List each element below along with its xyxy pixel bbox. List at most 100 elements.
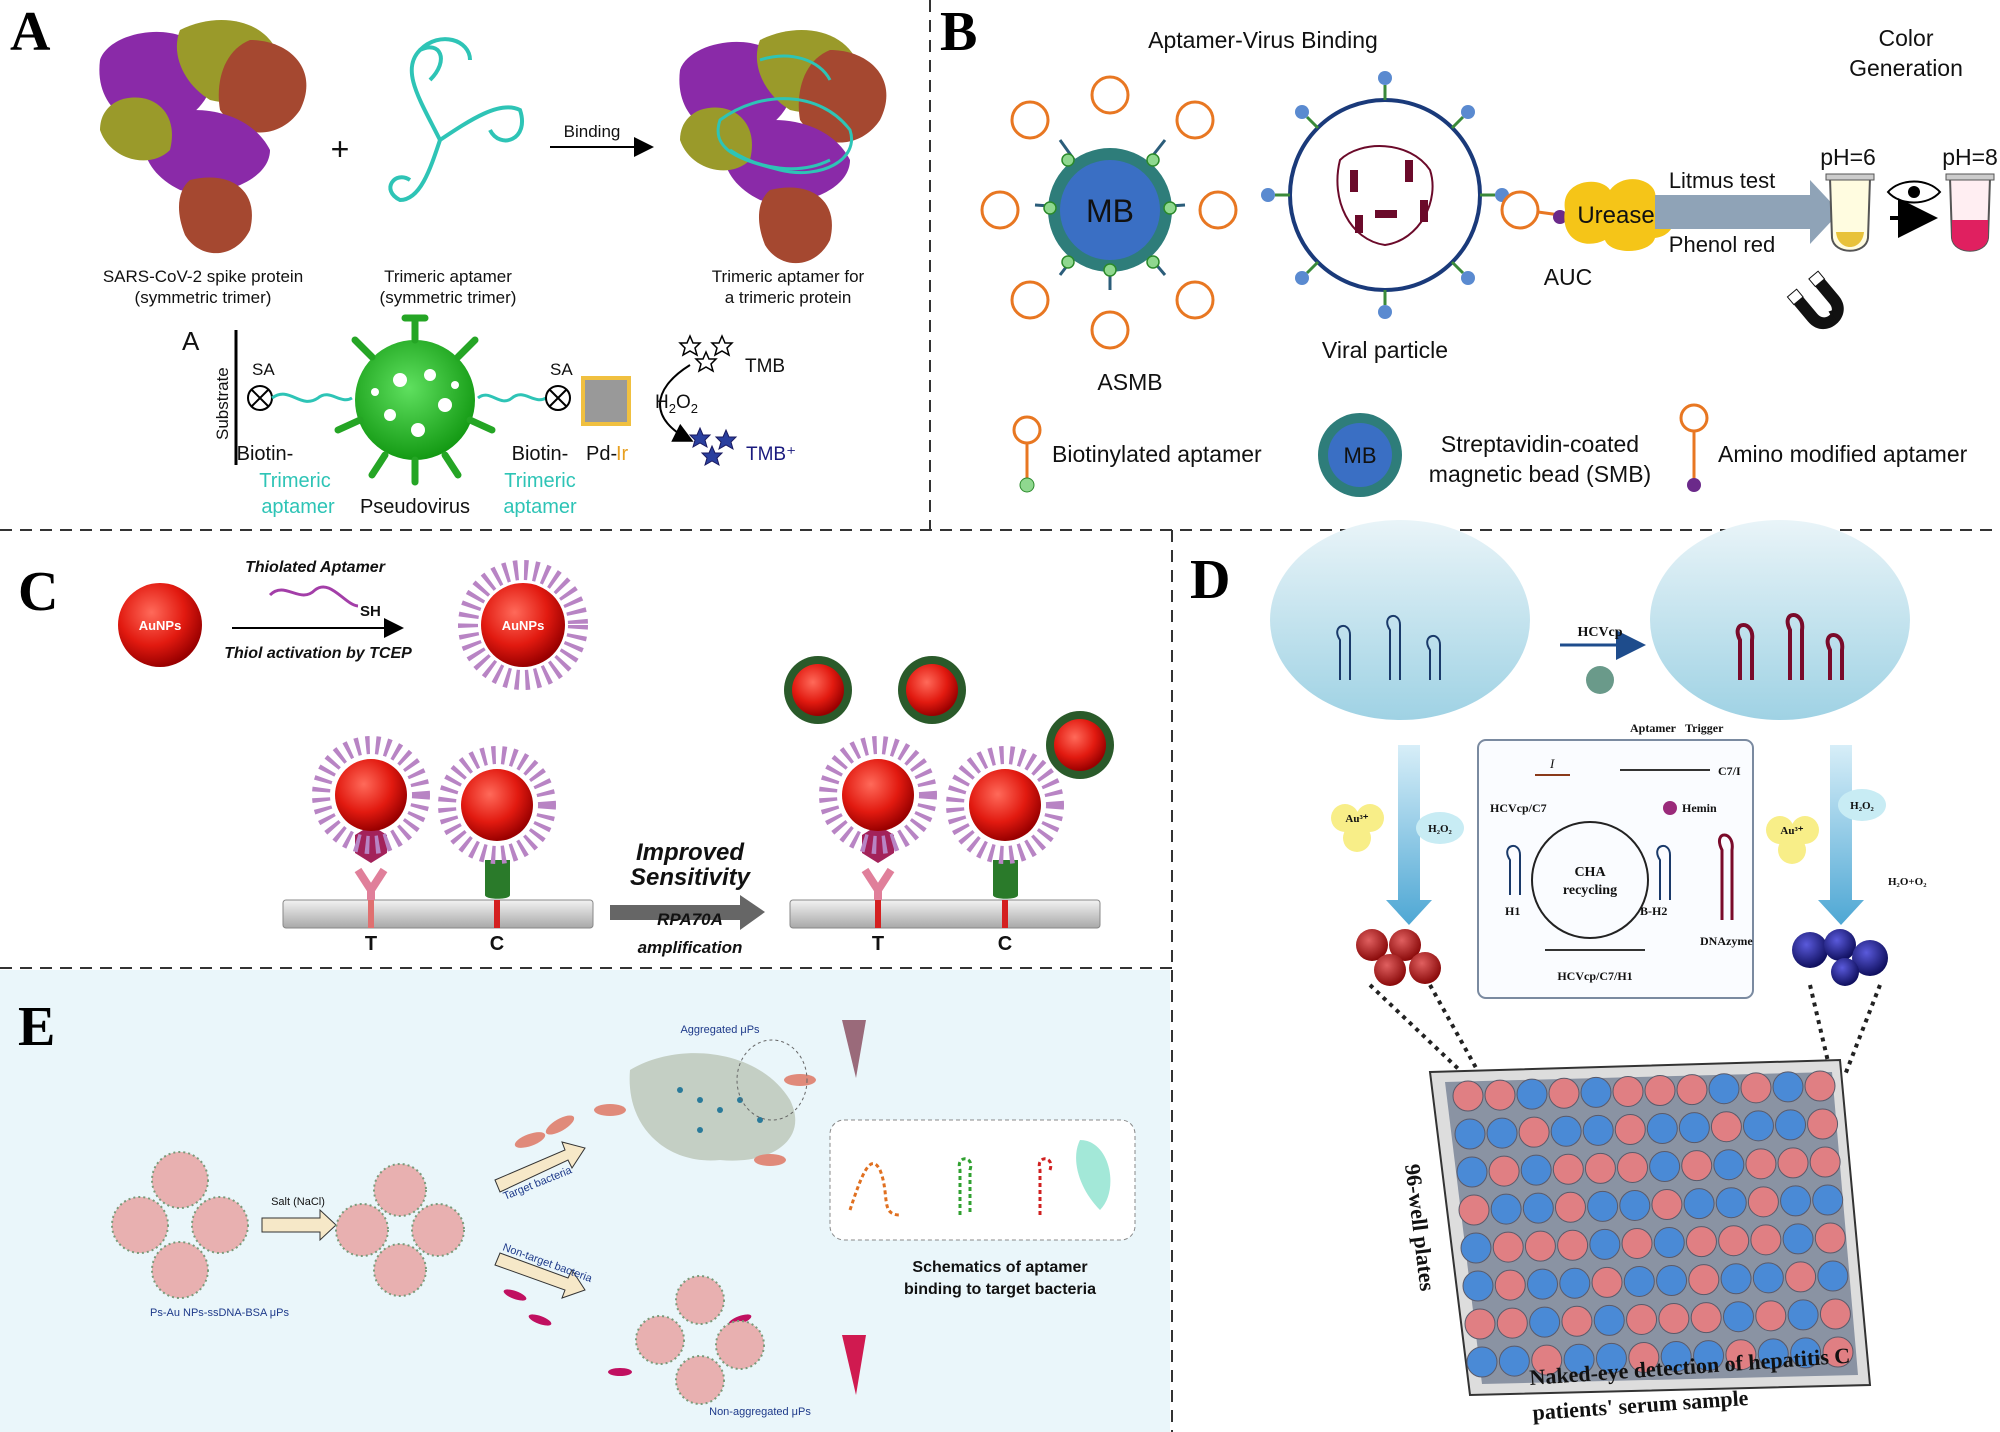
well (1817, 1260, 1849, 1292)
ph8-label: pH=8 (1942, 144, 1998, 170)
aptamer-label-2: (symmetric trimer) (380, 288, 517, 307)
magnet-icon (1786, 270, 1844, 329)
viral-particle-icon (1261, 71, 1509, 319)
bh2-label: B-H2 (1640, 904, 1667, 918)
well (1464, 1308, 1496, 1340)
aptamer-folding-illustration (848, 1140, 1111, 1217)
panel-c-letter: C (18, 561, 58, 623)
substrate-label: Substrate (213, 367, 232, 440)
aptamer-label-1: Trimeric aptamer (384, 267, 512, 286)
sa-left-icon (247, 385, 273, 411)
well (1750, 1224, 1782, 1256)
lateral-flow-strip-2 (784, 656, 1114, 929)
well (1524, 1230, 1556, 1262)
well (1787, 1299, 1819, 1331)
aggregated-tube-icon (842, 1020, 866, 1078)
mb-label: MB (1086, 193, 1134, 229)
well (1708, 1073, 1740, 1105)
left-blue-arrow (1386, 745, 1432, 925)
well (1617, 1151, 1649, 1183)
litmus-label: Litmus test (1669, 168, 1775, 193)
au3-left-icon (1331, 804, 1384, 852)
well (1498, 1345, 1530, 1377)
bh2-hairpin-icon (1656, 845, 1671, 900)
ps-label: Ps-Au NPs-ssDNA-BSA μPs (150, 1307, 289, 1319)
trimeric-right-label: Trimeric (504, 470, 575, 492)
well (1785, 1261, 1817, 1293)
well (1593, 1304, 1625, 1336)
cha-cycle (1531, 821, 1649, 939)
litmus-arrow (1655, 180, 1840, 244)
zoom-circle (736, 1039, 808, 1121)
aptamer-label: Aptamer (1630, 721, 1677, 735)
right-hairpins-icon (1735, 613, 1845, 680)
well (1522, 1192, 1554, 1224)
legend-smb-label-1: Streptavidin-coated (1441, 431, 1639, 457)
well (1496, 1307, 1528, 1339)
well (1550, 1115, 1582, 1147)
viral-particle-label: Viral particle (1322, 337, 1448, 363)
panel-e-letter: E (18, 996, 55, 1058)
auc-label: AUC (1544, 264, 1593, 290)
well (1755, 1300, 1787, 1332)
well (1591, 1266, 1623, 1298)
well (1676, 1074, 1708, 1106)
color-generation-label-2: Generation (1849, 55, 1963, 81)
panel-a-letter: A (10, 1, 51, 63)
tcep-label: Thiol activation by TCEP (224, 645, 412, 662)
well (1653, 1227, 1685, 1259)
well (1563, 1343, 1595, 1375)
well (1780, 1185, 1812, 1217)
well (1720, 1263, 1752, 1295)
tmb-star-icons (678, 334, 734, 373)
strip2-t-label: T (872, 933, 884, 955)
hemin-icon (1663, 801, 1677, 815)
microparticle-cluster-bottom (635, 1275, 765, 1405)
panel-d-letter: D (1190, 549, 1230, 611)
left-aptamer-strand (271, 392, 353, 403)
aptamer-virus-title: Aptamer-Virus Binding (1148, 27, 1378, 53)
aunp-label-1: AuNPs (139, 618, 182, 633)
lateral-flow-strip-1 (282, 736, 594, 929)
panel-d: D HCVcp Aptamer Trigger C7/I I HCVcp/C7 … (1190, 520, 1927, 1425)
h2o2-right-label: H₂O₂ (1850, 800, 1874, 812)
well (1757, 1338, 1789, 1370)
dnazyme-label: DNAzyme (1700, 934, 1753, 948)
well (1688, 1264, 1720, 1296)
well (1658, 1303, 1690, 1335)
well (1559, 1267, 1591, 1299)
well (1612, 1075, 1644, 1107)
well (1484, 1079, 1516, 1111)
well (1548, 1077, 1580, 1109)
result-label-2: a trimeric protein (725, 288, 852, 307)
pd-ir-nanozyme (581, 376, 631, 426)
aptamer-right-label: aptamer (503, 496, 577, 518)
well (1690, 1302, 1722, 1334)
panel-c: C AuNPs Thiolated Aptamer SH Thiol activ… (18, 559, 1114, 957)
au3-right-icon (1766, 816, 1819, 864)
well (1520, 1154, 1552, 1186)
well (1628, 1341, 1660, 1373)
well (1452, 1080, 1484, 1112)
well (1589, 1228, 1621, 1260)
well (1458, 1194, 1490, 1226)
strip1-t-label: T (365, 933, 377, 955)
rpa-label: RPA70A (657, 910, 723, 929)
rpa-arrow (610, 895, 765, 930)
well (1587, 1190, 1619, 1222)
well (1516, 1078, 1548, 1110)
h2o-o2-label: H₂O+O₂ (1888, 876, 1927, 888)
plus-sign: + (331, 131, 350, 167)
well (1552, 1153, 1584, 1185)
strip1-c-label: C (490, 933, 504, 955)
well (1660, 1341, 1692, 1373)
well (1490, 1193, 1522, 1225)
well (1710, 1111, 1742, 1143)
yellow-tube-icon (1825, 173, 1875, 252)
well (1740, 1072, 1772, 1104)
pseudovirus-label: Pseudovirus (360, 496, 470, 518)
well (1747, 1186, 1779, 1218)
well (1595, 1342, 1627, 1374)
well (1561, 1305, 1593, 1337)
well (1752, 1262, 1784, 1294)
